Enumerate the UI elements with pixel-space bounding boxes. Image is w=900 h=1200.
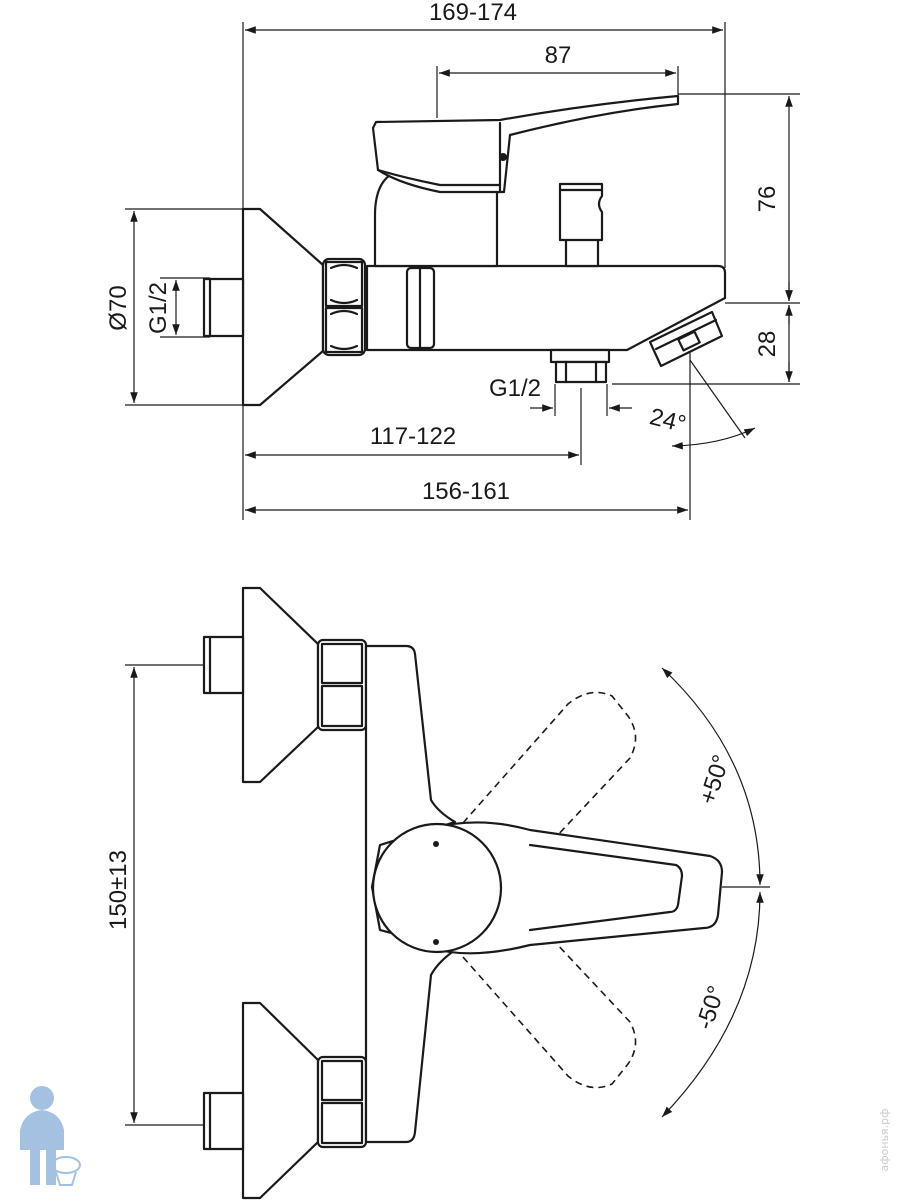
lever-rotated-minus [454, 909, 637, 1089]
dim-inlet-thread: G1/2 [145, 282, 172, 334]
dim-flange-diameter: Ø70 [105, 285, 132, 330]
hex-nut [321, 257, 367, 357]
mixer-body [365, 264, 727, 352]
lever [371, 94, 680, 194]
dim-angle: 24° [647, 403, 689, 438]
side-view: 169-174 87 76 28 Ø70 G1/2 G1/2 24° 117-1… [105, 0, 800, 520]
dim-spout-reach: 156-161 [422, 478, 510, 505]
dim-height-lower: 28 [754, 331, 781, 358]
lower-inlet [202, 1001, 368, 1200]
spout-aerator [648, 310, 724, 368]
outlet-fitting [549, 348, 611, 384]
handle-cap [371, 822, 503, 954]
wall-flange [241, 207, 325, 407]
dim-lever-length: 87 [545, 42, 572, 69]
dim-rotation-plus: +50° [694, 752, 735, 808]
diverter-knob [558, 182, 604, 268]
upper-inlet [202, 586, 368, 784]
plumber-logo [20, 1086, 81, 1186]
lever-rotated-plus [454, 691, 637, 871]
dim-inlet-spacing: 150±13 [105, 850, 132, 930]
dim-overall-width: 169-174 [429, 0, 517, 26]
watermark: афонья.рф [878, 1108, 891, 1171]
dim-outlet-thread: G1/2 [489, 375, 541, 402]
top-view: 150±13 +50° -50° [105, 586, 770, 1200]
dim-height-upper: 76 [754, 186, 781, 213]
dim-outlet-offset: 117-122 [370, 423, 456, 450]
dim-rotation-minus: -50° [691, 982, 730, 1032]
